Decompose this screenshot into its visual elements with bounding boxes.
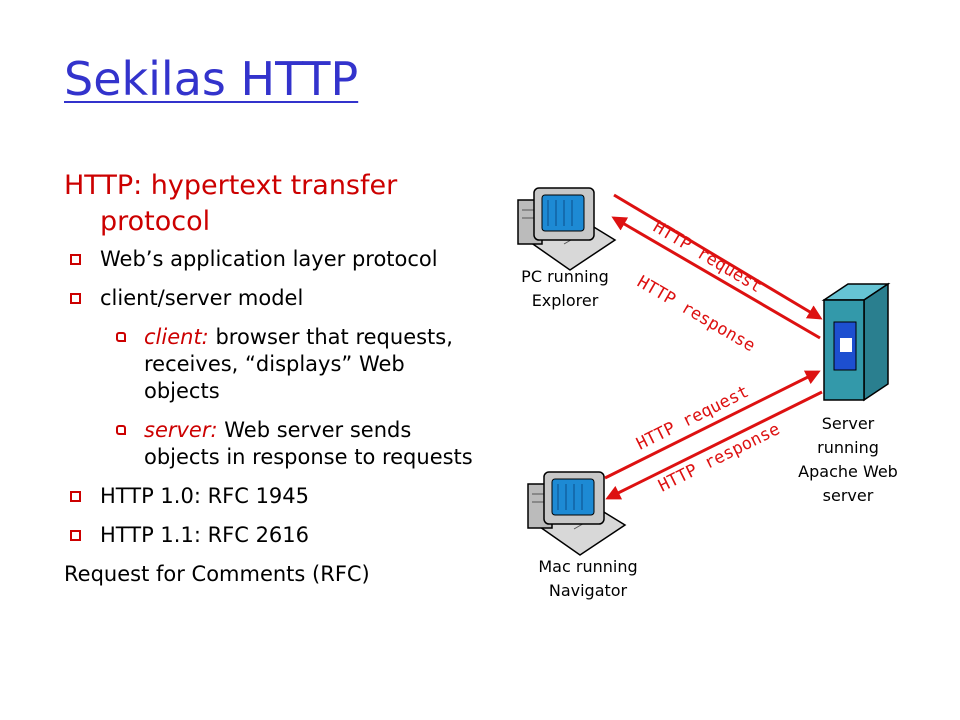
server-icon: [821, 282, 891, 402]
square-bullet-icon: [70, 530, 81, 541]
mac-request-arrow: [604, 370, 821, 480]
sub-bullet-icon: [116, 425, 126, 435]
square-bullet-icon: [70, 491, 81, 502]
bullet-item: client/server model: [64, 285, 484, 312]
mac-label: Mac running Navigator: [538, 557, 638, 600]
square-bullet-icon: [70, 293, 81, 304]
bullet-list: Web’s application layer protocol client/…: [64, 246, 484, 549]
mac-response-arrow: [605, 390, 823, 500]
sub-bullet-item: server: Web server sends objects in resp…: [64, 417, 484, 471]
slide-heading: HTTP: hypertext transfer protocol: [64, 170, 398, 237]
sub-bullet-icon: [116, 332, 126, 342]
pc-computer-icon: [517, 187, 617, 271]
slide-body: HTTP: hypertext transfer protocol Web’s …: [64, 168, 484, 588]
server-label: Server running Apache Web server: [798, 414, 898, 505]
footer-text: Request for Comments (RFC): [64, 562, 370, 586]
pc-response-arrow: [611, 216, 821, 340]
sub-bullet-item: client: browser that requests, receives,…: [64, 324, 484, 405]
bullet-item: HTTP 1.0: RFC 1945: [64, 483, 484, 510]
bullet-item: HTTP 1.1: RFC 2616: [64, 522, 484, 549]
square-bullet-icon: [70, 254, 81, 265]
pc-label: PC running Explorer: [521, 267, 609, 310]
pc-request-arrow: [613, 193, 823, 320]
slide-title: Sekilas HTTP: [64, 52, 359, 106]
mac-computer-icon: [527, 471, 627, 556]
bullet-item: Web’s application layer protocol: [64, 246, 484, 273]
